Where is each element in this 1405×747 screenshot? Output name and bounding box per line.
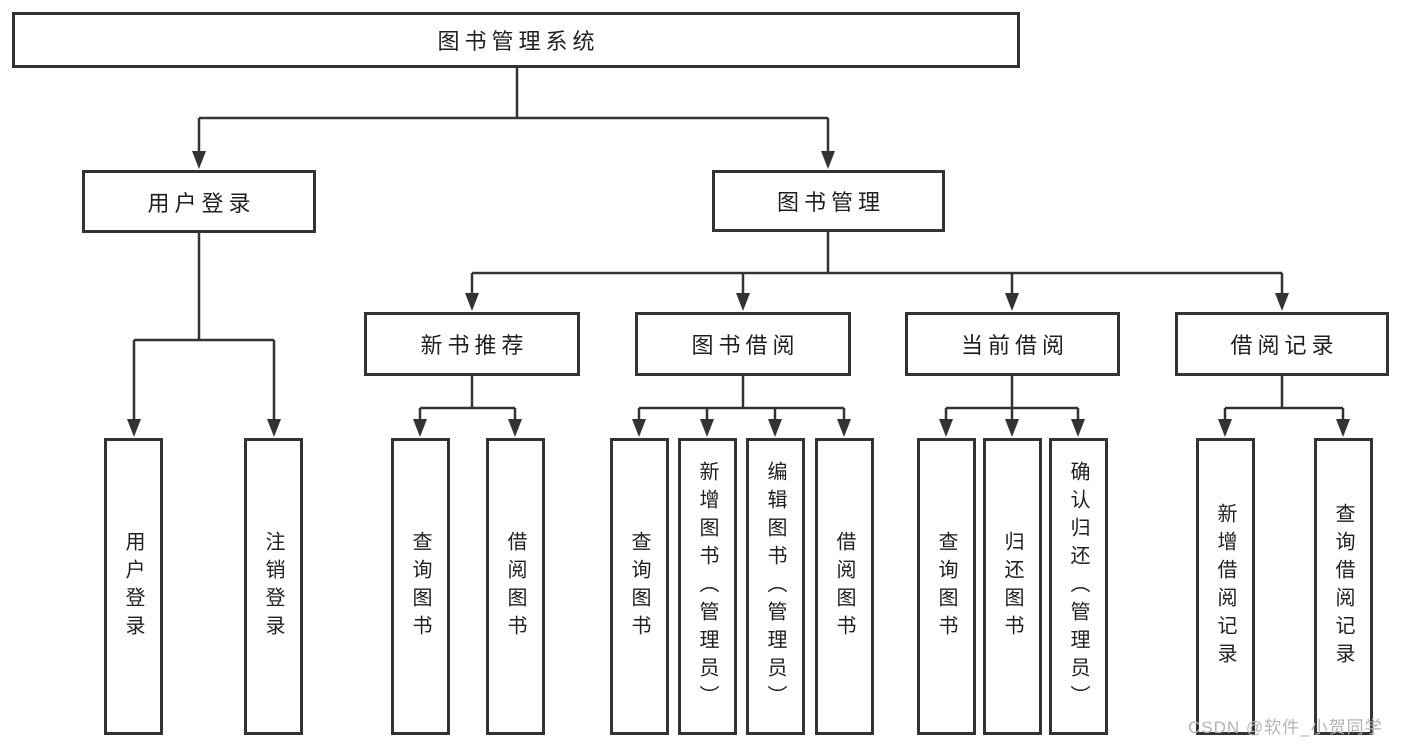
leaf-logout-label: 注销登录 [262, 530, 284, 643]
node-library-system: 图书管理系统 [12, 12, 1020, 68]
leaf-bb-add-books-admin-label: 新增图书（管理员） [696, 460, 718, 713]
node-book-borrowing: 图书借阅 [635, 312, 851, 376]
leaf-user-login: 用户登录 [104, 438, 163, 735]
leaf-bb-edit-books-admin-label: 编辑图书（管理员） [764, 460, 786, 713]
connector-book-management-to-modules [465, 232, 1289, 311]
connector-new-book-rec-to-leaves [413, 376, 522, 437]
connector-borrow-records-to-leaves [1218, 376, 1350, 437]
leaf-bb-edit-books-admin: 编辑图书（管理员） [746, 438, 805, 735]
leaf-br-add-record-label: 新增借阅记录 [1214, 502, 1236, 671]
leaf-cb-query-books: 查询图书 [917, 438, 976, 735]
leaf-cb-confirm-return-admin: 确认归还（管理员） [1049, 438, 1108, 735]
connector-user-login-to-leaves [127, 233, 281, 437]
leaf-rec-borrow-books-label: 借阅图书 [504, 530, 526, 643]
node-borrowing-records-label: 借阅记录 [1230, 333, 1339, 358]
leaf-br-query-record-label: 查询借阅记录 [1332, 502, 1354, 671]
node-current-borrowing-label: 当前借阅 [960, 333, 1069, 358]
node-book-management: 图书管理 [712, 170, 945, 232]
leaf-cb-confirm-return-admin-label: 确认归还（管理员） [1067, 460, 1089, 713]
leaf-rec-query-books-label: 查询图书 [409, 530, 431, 643]
node-book-management-label: 图书管理 [776, 190, 885, 215]
node-borrowing-records: 借阅记录 [1175, 312, 1389, 376]
csdn-watermark: CSDN @软件_小贺同学 [1188, 718, 1383, 737]
node-new-book-recommend-label: 新书推荐 [420, 333, 529, 358]
leaf-bb-borrow-books: 借阅图书 [815, 438, 874, 735]
node-new-book-recommend: 新书推荐 [364, 312, 580, 376]
leaf-bb-borrow-books-label: 借阅图书 [833, 530, 855, 643]
node-user-login-branch-label: 用户登录 [147, 190, 256, 216]
leaf-rec-query-books: 查询图书 [391, 438, 450, 735]
leaf-br-query-record: 查询借阅记录 [1314, 438, 1373, 735]
leaf-bb-query-books: 查询图书 [610, 438, 669, 735]
leaf-cb-query-books-label: 查询图书 [935, 530, 957, 643]
node-library-system-label: 图书管理系统 [437, 29, 600, 54]
leaf-bb-add-books-admin: 新增图书（管理员） [678, 438, 737, 735]
leaf-cb-return-books: 归还图书 [983, 438, 1042, 735]
leaf-user-login-label: 用户登录 [122, 530, 144, 643]
connector-book-borrow-to-leaves [632, 376, 851, 437]
node-current-borrowing: 当前借阅 [905, 312, 1120, 376]
node-user-login-branch: 用户登录 [82, 170, 316, 233]
connector-root-to-branches [192, 68, 835, 169]
leaf-bb-query-books-label: 查询图书 [628, 530, 650, 643]
leaf-br-add-record: 新增借阅记录 [1196, 438, 1255, 735]
leaf-logout: 注销登录 [244, 438, 303, 735]
connector-current-borrow-to-leaves [939, 376, 1085, 437]
leaf-rec-borrow-books: 借阅图书 [486, 438, 545, 735]
leaf-cb-return-books-label: 归还图书 [1001, 530, 1023, 643]
node-book-borrowing-label: 图书借阅 [691, 333, 800, 358]
